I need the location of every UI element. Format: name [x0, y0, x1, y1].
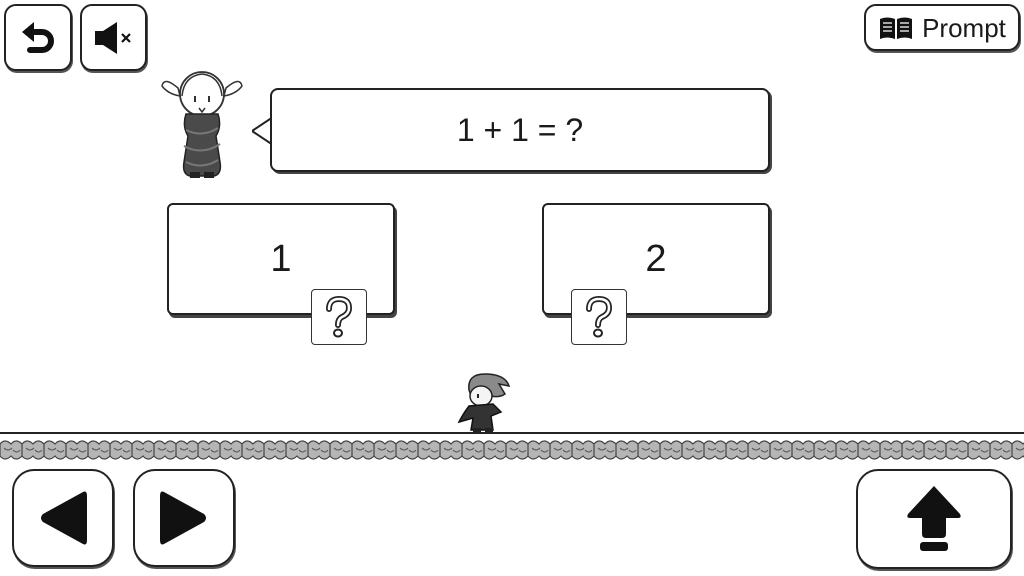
- hint-box-2[interactable]: [571, 289, 627, 345]
- prompt-button[interactable]: Prompt: [864, 4, 1020, 51]
- jump-button[interactable]: [856, 469, 1012, 569]
- move-left-button[interactable]: [12, 469, 114, 567]
- triangle-right-icon: [160, 491, 206, 545]
- speaker-muted-icon: [94, 21, 131, 54]
- back-button[interactable]: [4, 4, 72, 71]
- answer-label: 1: [270, 237, 292, 280]
- undo-arrow-icon: [22, 21, 54, 53]
- question-text: 1 + 1 = ?: [456, 111, 584, 148]
- answer-label: 2: [645, 237, 667, 280]
- triangle-left-icon: [41, 491, 87, 545]
- open-book-icon: [880, 17, 913, 39]
- move-right-button[interactable]: [133, 469, 235, 567]
- arrow-up-icon: [907, 486, 961, 551]
- question-mark-icon: [326, 295, 353, 338]
- hint-box-1[interactable]: [311, 289, 367, 345]
- question-bubble: 1 + 1 = ?: [270, 88, 770, 172]
- grass-ground: [0, 436, 1024, 464]
- answer-box-2[interactable]: 2: [542, 203, 770, 315]
- prompt-label: Prompt: [922, 12, 1006, 43]
- player-character: [457, 373, 511, 433]
- question-mark-icon: [586, 295, 613, 338]
- ground-line: [0, 432, 1024, 434]
- mute-button[interactable]: [80, 4, 147, 71]
- angel-character: [161, 71, 243, 178]
